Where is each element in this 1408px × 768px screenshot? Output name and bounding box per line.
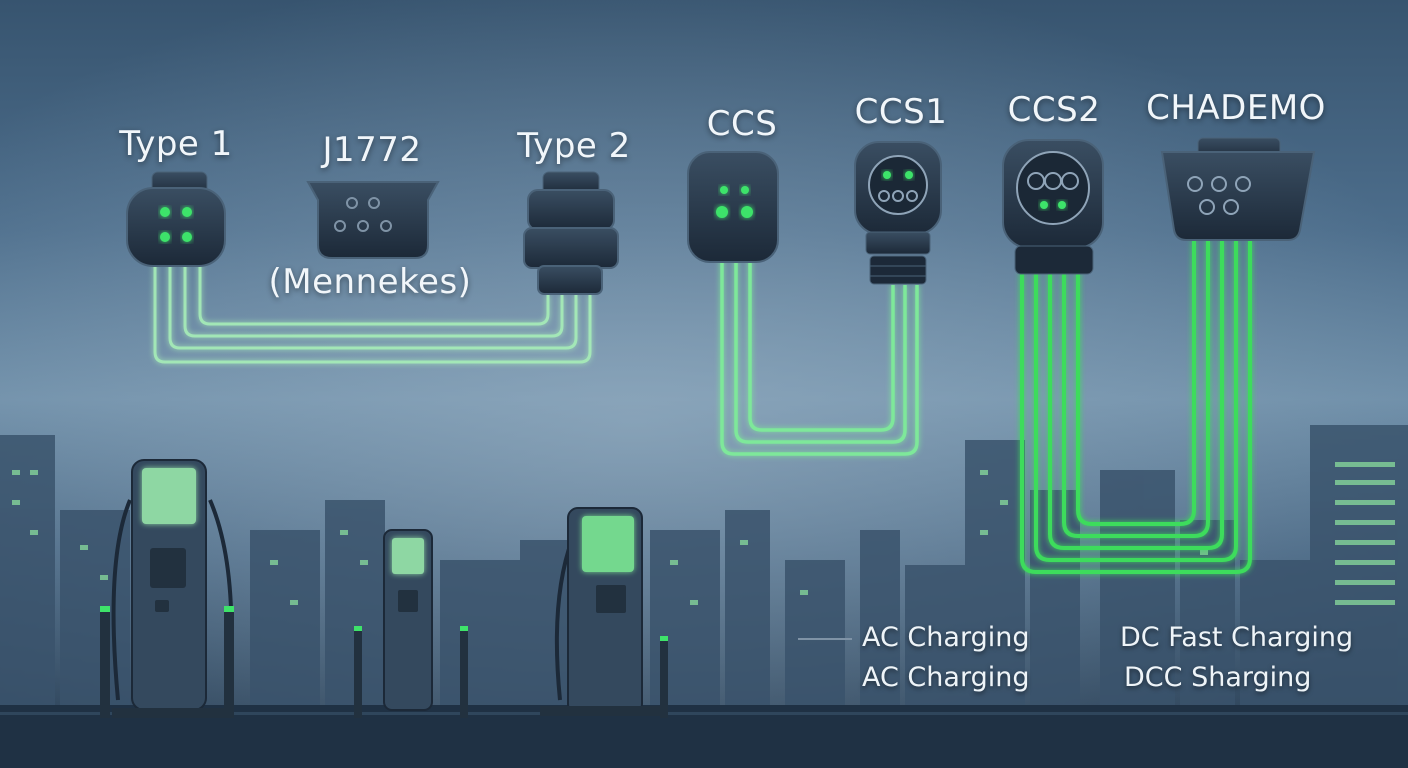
legend-swatches — [798, 636, 1112, 682]
city-windows — [12, 462, 1395, 605]
type2-connector-icon — [523, 171, 619, 295]
label-ccs2: CCS2 — [1007, 90, 1101, 130]
charging-station-1 — [100, 459, 234, 718]
ccs-connector-icon — [687, 151, 779, 263]
legend-label-2: DC Fast Charging — [1120, 622, 1354, 653]
label-ccs1: CCS1 — [854, 92, 948, 132]
legend-label-4: DCC Sharging — [1124, 662, 1312, 693]
ground — [0, 705, 1408, 768]
dc-fast-charging-lines — [1020, 240, 1252, 574]
j1772-connector-icon — [306, 181, 440, 259]
label-j1772: J1772 — [322, 130, 422, 170]
ccs2-connector-icon — [1002, 139, 1104, 275]
label-chademo: CHADEMO — [1146, 88, 1326, 128]
chademo-connector-icon — [1160, 137, 1316, 241]
ccs1-connector-icon — [854, 141, 942, 285]
charging-station-3 — [540, 507, 668, 718]
type1-connector-icon — [126, 171, 226, 267]
charging-station-2 — [354, 529, 468, 718]
label-mennekes: (Mennekes) — [268, 262, 472, 302]
ac-charging-lines-group-2 — [720, 258, 919, 456]
legend-label-1: AC Charging — [862, 622, 1030, 653]
label-ccs: CCS — [706, 104, 778, 144]
ac-charging-lines-group-1 — [153, 262, 592, 364]
label-type2: Type 2 — [517, 126, 631, 166]
legend-label-3: AC Charging — [862, 662, 1030, 693]
label-type1: Type 1 — [119, 124, 233, 164]
